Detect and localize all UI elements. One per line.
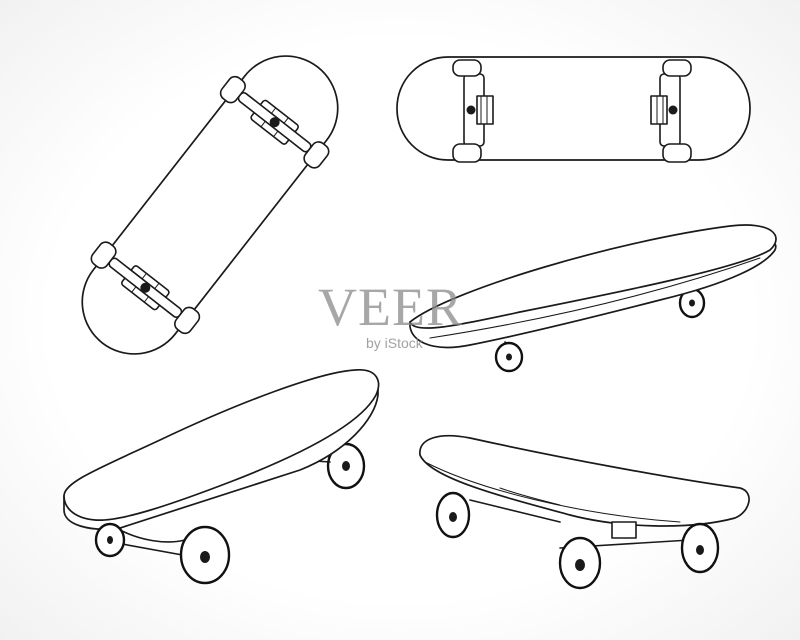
skateboard-front-perspective bbox=[63, 369, 380, 585]
skateboard-underside-horizontal bbox=[396, 56, 751, 163]
skateboard-rear-perspective bbox=[419, 434, 750, 590]
skateboard-side-perspective bbox=[408, 224, 777, 373]
watermark-brand: VEER bbox=[318, 277, 463, 337]
skateboard-underside-diagonal bbox=[81, 55, 339, 355]
watermark-credit: by iStock bbox=[366, 335, 423, 351]
